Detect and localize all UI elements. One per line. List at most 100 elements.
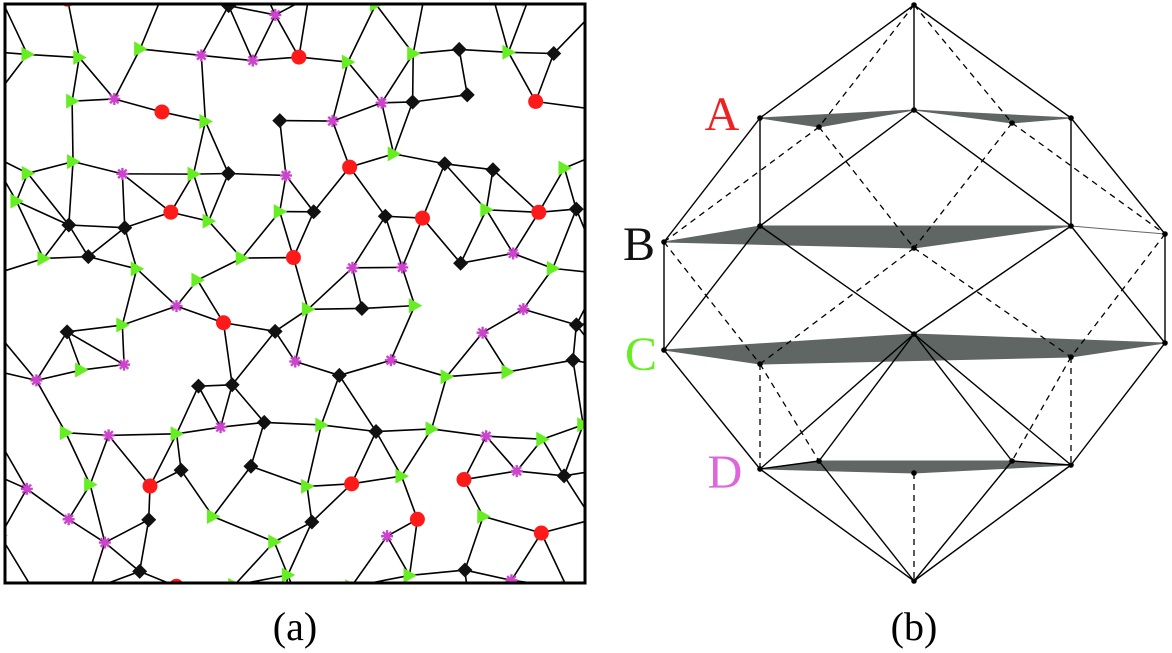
tiling-edge	[222, 322, 233, 385]
tiling-edge	[458, 49, 469, 95]
tiling-edge	[139, 4, 160, 50]
vertex-marker-b	[354, 300, 370, 316]
tiling-edge	[481, 332, 509, 373]
tiling-edge	[5, 257, 44, 272]
vertex-marker-d	[164, 620, 176, 632]
tiling-edge	[409, 569, 466, 577]
slab-b	[663, 225, 1166, 249]
tiling-edge	[292, 257, 309, 310]
tiling-edge	[16, 200, 70, 226]
tiling-edge	[567, 588, 575, 631]
vertex-marker-c	[614, 60, 628, 75]
tiling-edge	[351, 215, 386, 269]
vertex-marker-d	[480, 430, 493, 443]
vertex-marker-c	[465, 615, 479, 630]
tiling-edge	[431, 428, 487, 438]
tiling-edge	[298, 4, 309, 58]
vertex-marker-d	[170, 300, 183, 313]
tiling-edge	[298, 56, 348, 63]
vertex-marker-d	[647, 60, 659, 72]
tiling-edge	[348, 166, 386, 217]
vertex-dot	[911, 245, 917, 251]
tiling-edge	[413, 48, 460, 55]
tiling-edge	[512, 252, 554, 270]
vertex-dot	[911, 578, 917, 584]
tiling-edge	[273, 541, 289, 576]
vertex-marker-b	[304, 514, 320, 530]
hidden-edge	[913, 247, 1072, 358]
tiling-edge	[36, 369, 82, 382]
tiling-edge	[0, 633, 16, 644]
tiling-edge	[250, 422, 265, 467]
tiling-edge	[192, 173, 210, 222]
tiling-edge	[72, 98, 115, 102]
vertex-marker-b	[173, 462, 189, 478]
tiling-edge	[219, 384, 233, 428]
vertex-marker-d	[108, 92, 121, 105]
tiling-edge	[590, 0, 638, 16]
vertex-marker-d	[476, 326, 489, 339]
edge	[913, 4, 1072, 119]
tiling-edge	[89, 484, 106, 543]
tiling-edge	[331, 120, 351, 168]
vertex-marker-b	[198, 641, 213, 653]
tiling-edge	[176, 586, 205, 648]
vertex-dot	[1068, 462, 1074, 468]
tiling-edge	[603, 274, 631, 319]
tiling-edge	[34, 590, 90, 591]
edge	[913, 109, 1072, 227]
vertex-marker-b	[190, 378, 206, 394]
tiling-edge	[485, 435, 518, 472]
vertex-marker-a	[285, 250, 301, 266]
tiling-edge	[34, 591, 64, 647]
vertex-marker-d	[396, 261, 409, 274]
tiling-edge	[386, 535, 411, 576]
tiling-edge	[121, 626, 170, 627]
tiling-edge	[0, 0, 1, 16]
hidden-edge	[913, 122, 1013, 249]
vertex-marker-c	[134, 41, 148, 57]
tiling-edge	[252, 56, 299, 62]
tiling-edge	[349, 153, 394, 168]
tiling-edge	[68, 224, 125, 229]
vertex-marker-d	[670, 577, 682, 589]
tiling-edge	[72, 160, 123, 175]
vertex-marker-a	[163, 204, 179, 220]
vertex-marker-c	[187, 166, 202, 182]
tiling-edge	[212, 515, 275, 543]
tiling-edge	[16, 644, 65, 647]
tiling-edge	[27, 172, 70, 226]
hidden-edge	[1011, 356, 1072, 462]
tiling-edge	[252, 14, 277, 61]
vertex-marker-d	[346, 261, 359, 274]
tiling-edge	[285, 174, 315, 213]
vertex-marker-d	[326, 115, 339, 128]
tiling-edge	[464, 516, 484, 571]
vertex-marker-c	[614, 564, 628, 579]
tiling-edge	[170, 586, 177, 625]
tiling-edge	[482, 308, 524, 334]
vertex-marker-b	[243, 458, 259, 474]
vertex-marker-d	[246, 54, 259, 67]
hidden-edge	[1011, 122, 1166, 235]
tiling-edge	[564, 158, 585, 169]
tiling-edge	[274, 14, 300, 58]
vertex-marker-c	[425, 421, 440, 437]
tiling-edge	[227, 5, 254, 61]
vertex-marker-a	[291, 49, 307, 65]
vertex-marker-a	[415, 210, 431, 226]
tiling-edge	[241, 256, 294, 259]
tiling-edge	[15, 200, 45, 259]
vertex-marker-c	[66, 93, 80, 109]
vertex-marker-c	[408, 298, 423, 314]
tiling-edge	[180, 469, 214, 517]
vertex-marker-c	[235, 250, 250, 266]
edge	[1070, 342, 1166, 466]
edge	[913, 333, 1013, 462]
vertex-marker-b	[306, 204, 322, 220]
vertex-marker-b	[220, 165, 236, 181]
tiling-edge	[507, 359, 574, 373]
panel-b-caption: (b)	[891, 604, 938, 649]
vertex-marker-b	[568, 201, 584, 217]
vertex-marker-d	[269, 8, 282, 21]
